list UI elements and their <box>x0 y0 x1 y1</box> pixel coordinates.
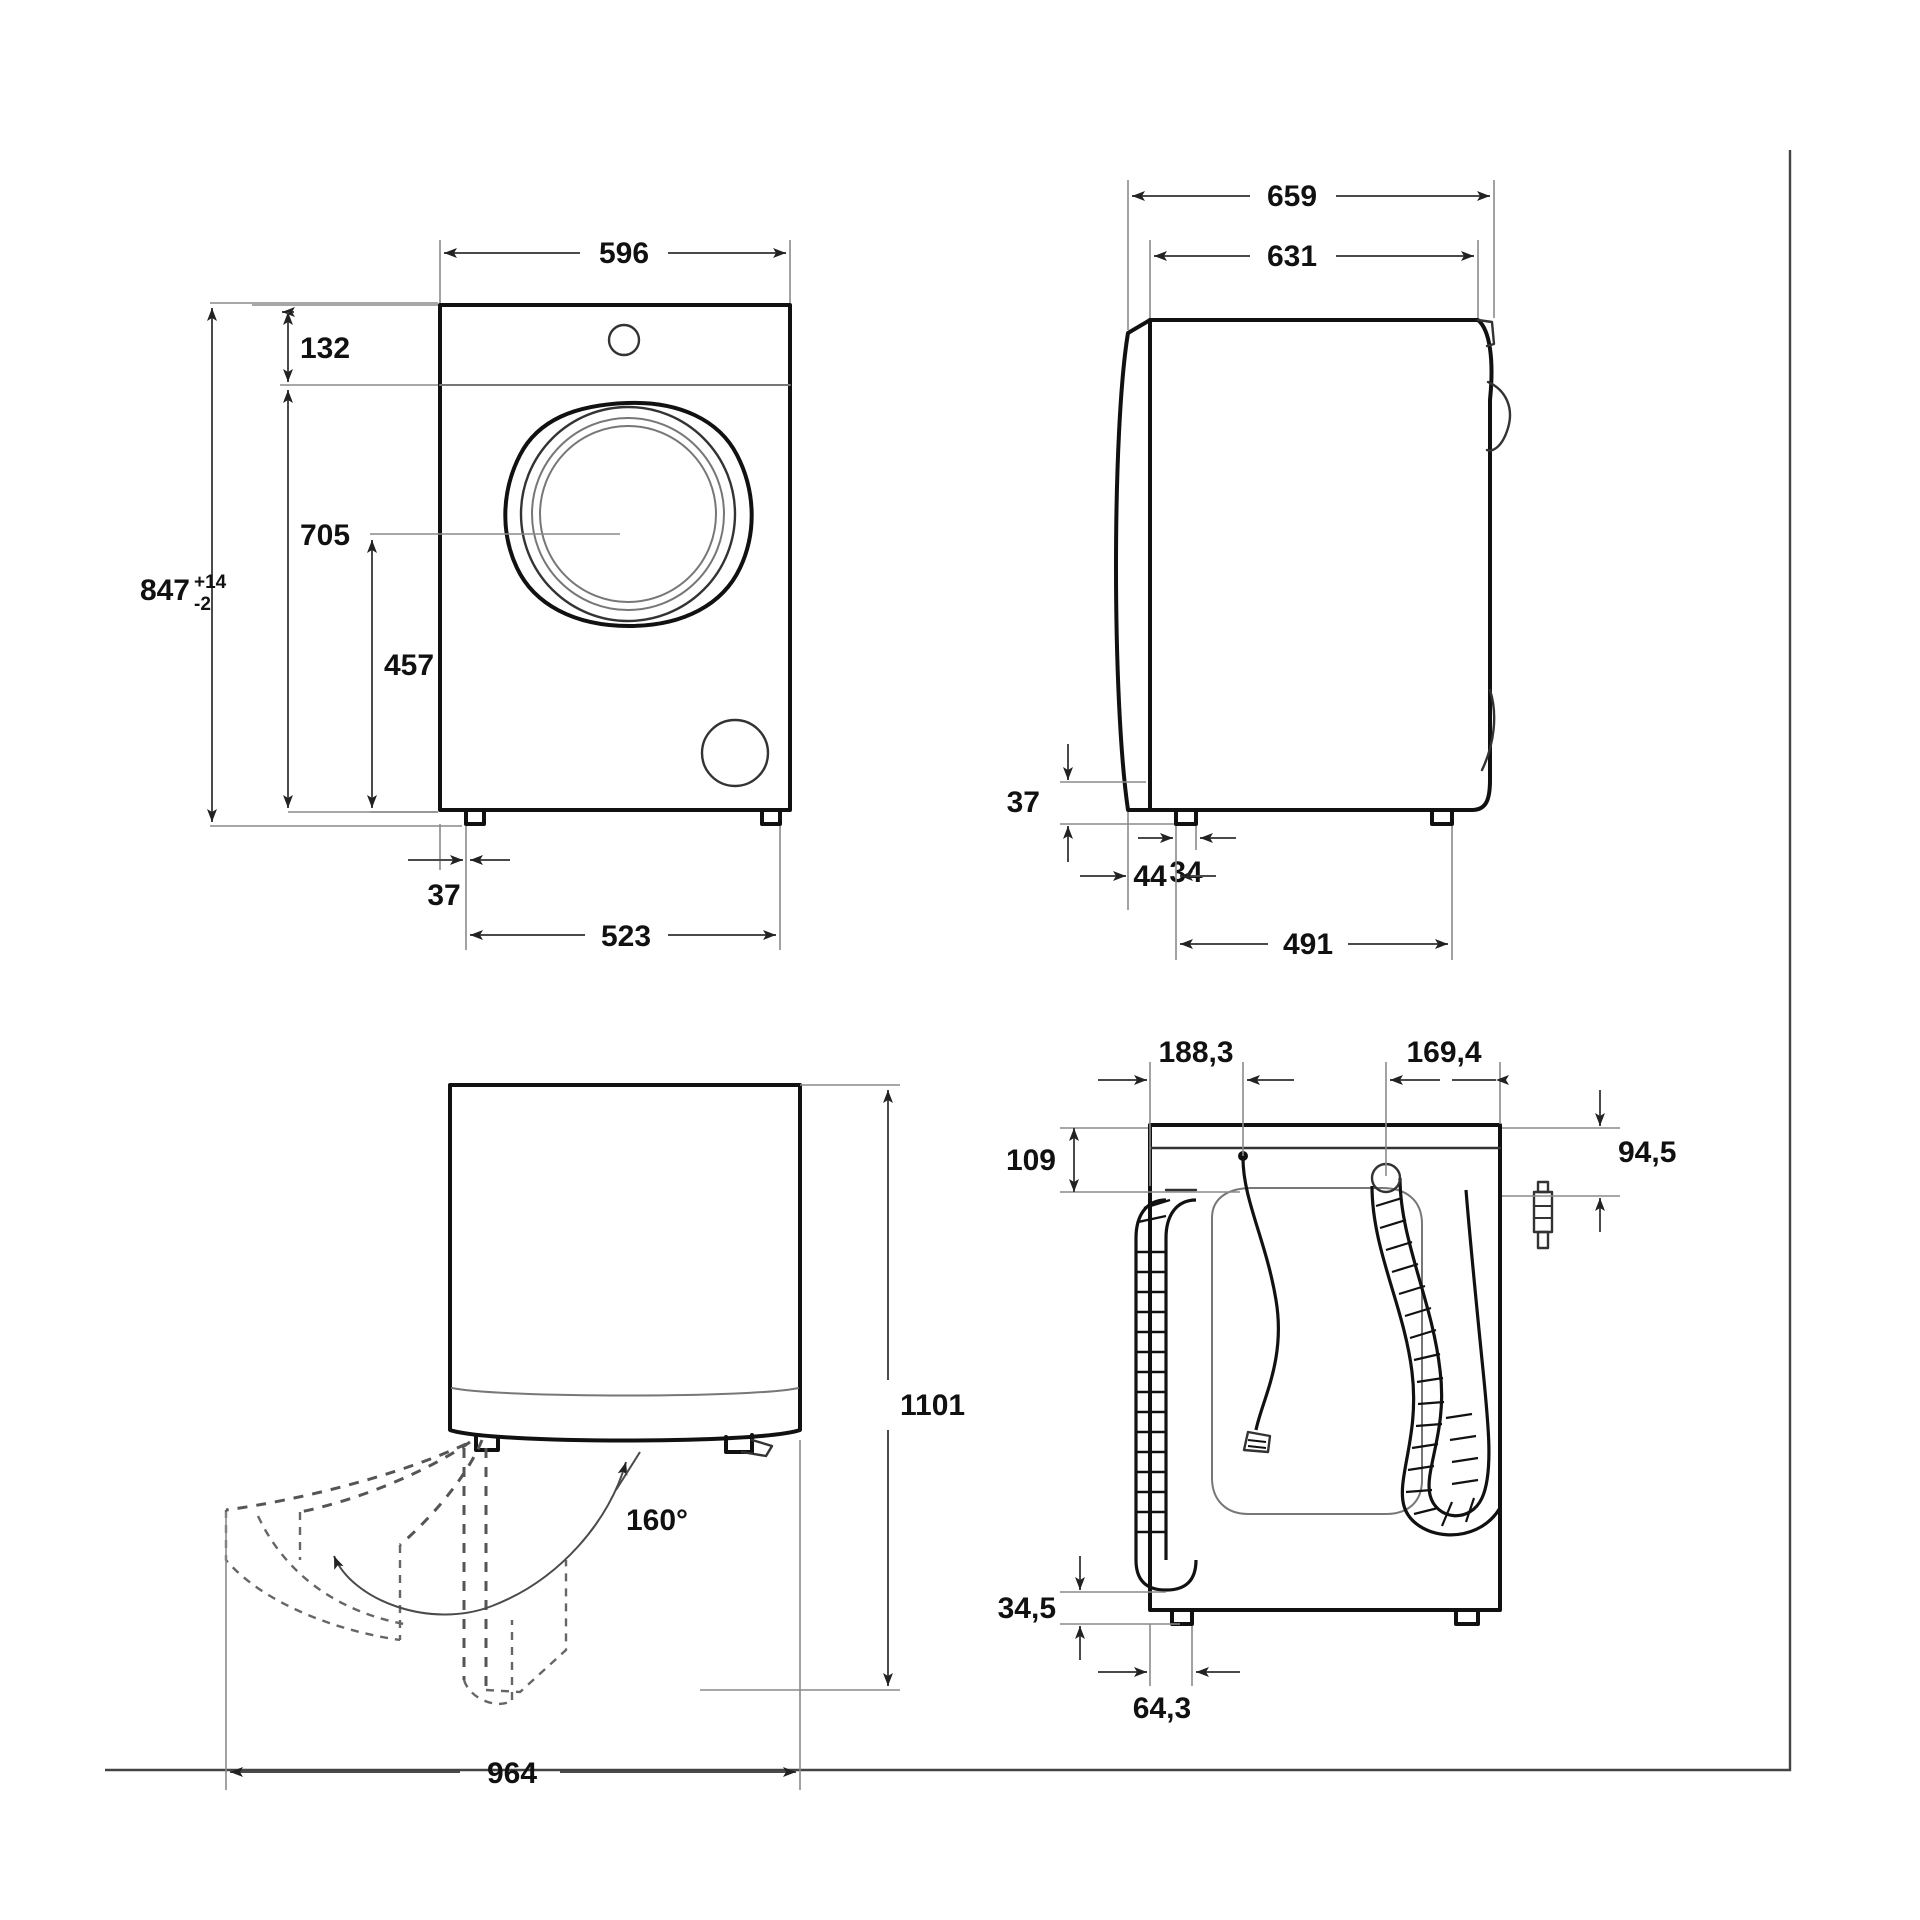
door-ring-3 <box>531 417 725 611</box>
inlet-hose <box>1370 1162 1502 1537</box>
dim-label-132: 132 <box>300 332 350 365</box>
rear-foot-right <box>1454 1608 1480 1626</box>
dim-label-188-3: 188,3 <box>1158 1036 1233 1069</box>
dim-label-596: 596 <box>599 237 649 270</box>
open-door-panel-inner <box>256 1515 405 1626</box>
dim-label-457: 457 <box>384 649 434 682</box>
control-knob-icon <box>607 323 641 357</box>
dim-label-160deg: 160° <box>626 1504 688 1537</box>
dim-label-847-tol-plus: +14 <box>194 572 227 593</box>
door-outer-ring <box>503 400 754 628</box>
dim-label-34: 34 <box>1169 856 1203 889</box>
leader-160 <box>615 1451 641 1491</box>
door-glass <box>539 425 717 603</box>
dim-label-44: 44 <box>1133 860 1167 893</box>
dim-label-491: 491 <box>1283 928 1333 961</box>
front-view: 596 132 705 847 +14 -2 457 37 52 <box>140 237 792 953</box>
side-foot-rear <box>1430 808 1454 826</box>
dim-label-64-3: 64,3 <box>1133 1692 1191 1725</box>
side-view: 659 631 37 34 44 491 <box>1007 180 1512 961</box>
swing-arc <box>333 1555 493 1616</box>
dim-label-523: 523 <box>601 920 651 953</box>
power-cord <box>1238 1151 1281 1454</box>
swing-body-outline <box>448 1083 802 1443</box>
side-body-outline <box>1148 318 1494 812</box>
front-foot-right <box>760 808 782 826</box>
dim-label-37-front: 37 <box>427 879 460 912</box>
swing-arc-2 <box>491 1461 628 1607</box>
dim-label-705: 705 <box>300 519 350 552</box>
drain-hose <box>1134 1188 1198 1592</box>
dim-label-847-tol-minus: -2 <box>194 594 211 615</box>
side-door-profile <box>1114 318 1152 812</box>
sheet-border <box>105 150 1792 1772</box>
dim-label-1101: 1101 <box>900 1389 965 1422</box>
rear-service-panel <box>1211 1187 1423 1515</box>
dim-label-94-5: 94,5 <box>1618 1136 1676 1169</box>
dim-label-169-4: 169,4 <box>1406 1036 1481 1069</box>
side-rear-lower-curve <box>1480 688 1496 772</box>
door-swing-dash-1 <box>399 1439 484 1547</box>
door-ring-2 <box>519 405 737 623</box>
dim-label-631: 631 <box>1267 240 1317 273</box>
open-door-panel-outer <box>224 1510 401 1642</box>
door-swing-dash-3 <box>225 1442 467 1512</box>
plug-icon <box>1242 1430 1272 1454</box>
swing-body-plinth-line <box>451 1387 799 1397</box>
open-door-down-bottom <box>462 1679 513 1706</box>
side-foot-front <box>1174 808 1198 826</box>
front-body-outline <box>438 303 792 812</box>
swing-foot-right <box>724 1433 754 1454</box>
rear-body-outline <box>1148 1123 1502 1612</box>
dim-label-37-side: 37 <box>1007 786 1040 819</box>
swing-foot-right-bracket <box>740 1438 774 1458</box>
side-rear-handle <box>1485 380 1512 452</box>
rear-foot-left <box>1170 1608 1194 1626</box>
inlet-valve-connector <box>1532 1180 1554 1250</box>
front-foot-left <box>464 808 486 826</box>
dim-label-34-5: 34,5 <box>998 1592 1056 1625</box>
rear-view: 188,3 169,4 109 94,5 34,5 64,3 <box>998 1036 1677 1725</box>
dim-label-847: 847 <box>140 574 190 607</box>
side-top-lug <box>1476 318 1496 348</box>
filter-flap-icon <box>700 718 770 788</box>
dim-label-964: 964 <box>487 1757 537 1790</box>
door-swing-view: 160° 1101 964 <box>224 1083 965 1790</box>
dim-label-109: 109 <box>1006 1144 1056 1177</box>
open-door-down-flap <box>485 1560 568 1694</box>
dim-label-659: 659 <box>1267 180 1317 213</box>
